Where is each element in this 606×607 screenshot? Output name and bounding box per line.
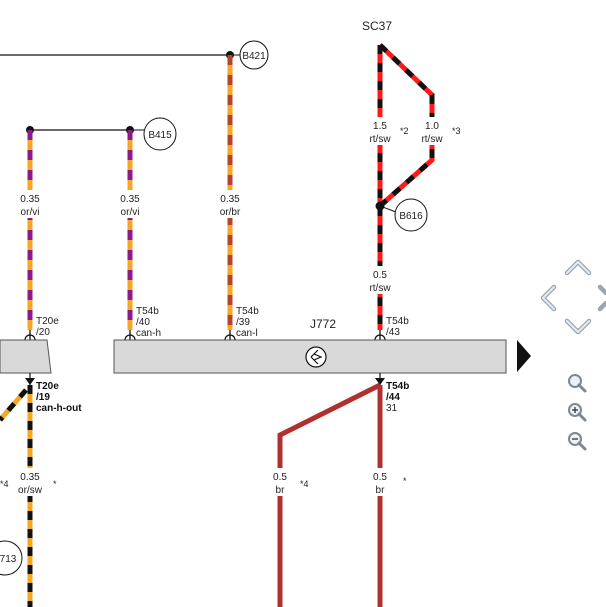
pin-arrows-bottom <box>25 373 385 385</box>
wire-color-6: rt/sw <box>369 283 391 294</box>
ref-label-713: 713 <box>0 554 17 565</box>
pin-conn-2: T54b <box>136 306 159 317</box>
wire-note-7a: *4 <box>0 479 9 489</box>
expand-right-arrow-icon[interactable] <box>517 340 531 372</box>
pin-conn-1: T20e <box>36 316 59 327</box>
ref-label-b616: B616 <box>399 211 423 222</box>
pin-sig-2: can-h <box>136 328 161 339</box>
wire-size-2: 0.35 <box>120 194 140 205</box>
pan-left-button[interactable] <box>540 284 557 312</box>
pin-num-3: /39 <box>236 317 250 328</box>
ref-label-b415: B415 <box>148 130 172 141</box>
wire-color-5: rt/sw <box>421 134 443 145</box>
wire-color-9: br <box>376 485 386 496</box>
pin-num-4: /43 <box>386 327 400 338</box>
pan-down-button[interactable] <box>564 318 592 335</box>
zoom-fit-button[interactable] <box>568 374 587 393</box>
ref-circle-b415 <box>143 117 177 151</box>
ref-circle-b616 <box>394 198 428 232</box>
pin-conn-5: T20e <box>36 381 59 392</box>
wire-color-2: or/vi <box>121 207 140 218</box>
wire-size-4: 1.5 <box>373 121 387 132</box>
wire-note-8: *4 <box>300 479 309 489</box>
wire-note-9: * <box>403 476 407 486</box>
pin-conn-4: T54b <box>386 316 409 327</box>
module-box-left <box>0 339 52 374</box>
pin-num-1: /20 <box>36 327 50 338</box>
wire-note-7b: * <box>53 479 57 489</box>
pin-sig-5: can-h-out <box>36 403 82 414</box>
wire-color-8: br <box>276 485 286 496</box>
wire-size-8: 0.5 <box>273 472 287 483</box>
ref-label-b421: B421 <box>242 51 266 62</box>
wire-size-6: 0.5 <box>373 270 387 281</box>
wire-size-9: 0.5 <box>373 472 387 483</box>
pin-num-2: /40 <box>136 317 150 328</box>
wire-size-5: 1.0 <box>425 121 439 132</box>
pin-sig-3: can-l <box>236 328 258 339</box>
pin-num-6: /44 <box>386 392 400 403</box>
wire-size-7: 0.35 <box>20 472 40 483</box>
zoom-in-button[interactable] <box>568 403 587 422</box>
pan-up-button[interactable] <box>564 259 592 276</box>
wire-note-4: *2 <box>400 126 409 136</box>
wire-color-7: or/sw <box>18 485 43 496</box>
wire-note-5: *3 <box>452 126 461 136</box>
pin-arcs-top <box>24 330 386 341</box>
fuse-label: SC37 <box>362 19 392 33</box>
ground-symbol-icon <box>305 346 327 368</box>
wire-size-3: 0.35 <box>220 194 240 205</box>
ref-circle-b421 <box>239 40 269 70</box>
wire-color-3: or/br <box>220 207 241 218</box>
pin-conn-3: T54b <box>236 306 259 317</box>
ref-circle-713 <box>0 540 23 576</box>
zoom-out-button[interactable] <box>568 432 587 451</box>
wire-color-4: rt/sw <box>369 134 391 145</box>
wire-color-1: or/vi <box>21 207 40 218</box>
pin-num-5: /19 <box>36 392 50 403</box>
wire-size-1: 0.35 <box>20 194 40 205</box>
wire-br-ground <box>277 382 383 607</box>
pin-sig-6: 31 <box>386 403 398 414</box>
module-label: J772 <box>310 317 336 331</box>
pan-right-button[interactable] <box>597 284 606 312</box>
pin-conn-6: T54b <box>386 381 409 392</box>
